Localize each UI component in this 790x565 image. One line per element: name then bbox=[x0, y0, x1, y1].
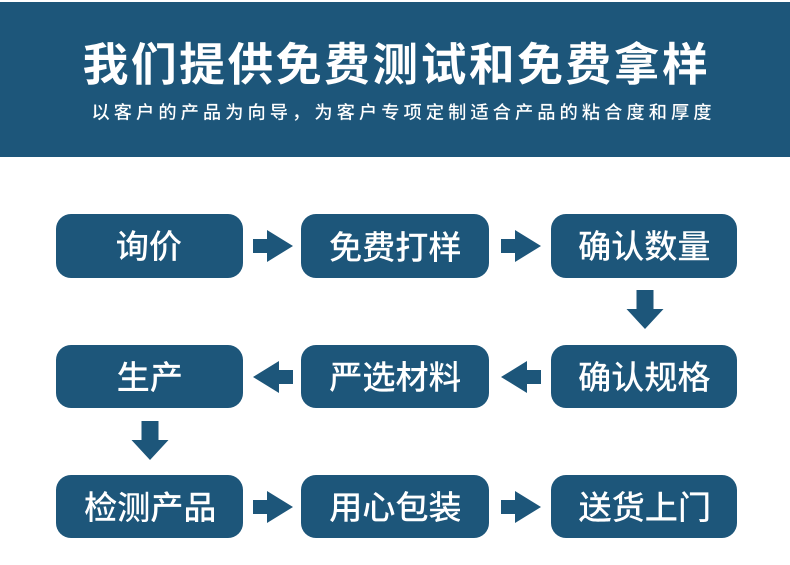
arrow-down-icon bbox=[626, 290, 664, 329]
box-free-sampling bbox=[301, 214, 489, 278]
header-banner bbox=[0, 2, 790, 157]
arrow-right-icon bbox=[253, 490, 293, 523]
arrow-right-icon bbox=[501, 490, 541, 523]
box-production bbox=[56, 345, 243, 408]
page-title bbox=[84, 41, 706, 85]
box-product-inspection bbox=[56, 475, 243, 538]
box-inquiry bbox=[56, 214, 243, 278]
box-careful-packaging bbox=[301, 475, 489, 538]
page-subtitle bbox=[93, 103, 711, 121]
arrow-right-icon bbox=[253, 230, 293, 262]
box-strict-material-selection bbox=[301, 345, 489, 408]
arrow-left-icon bbox=[500, 360, 541, 393]
arrow-down-icon bbox=[131, 421, 169, 460]
box-confirm-quantity bbox=[551, 214, 737, 278]
box-home-delivery bbox=[551, 475, 737, 538]
arrow-left-icon bbox=[253, 360, 293, 393]
box-confirm-specs bbox=[551, 345, 737, 408]
arrow-right-icon bbox=[501, 230, 541, 262]
